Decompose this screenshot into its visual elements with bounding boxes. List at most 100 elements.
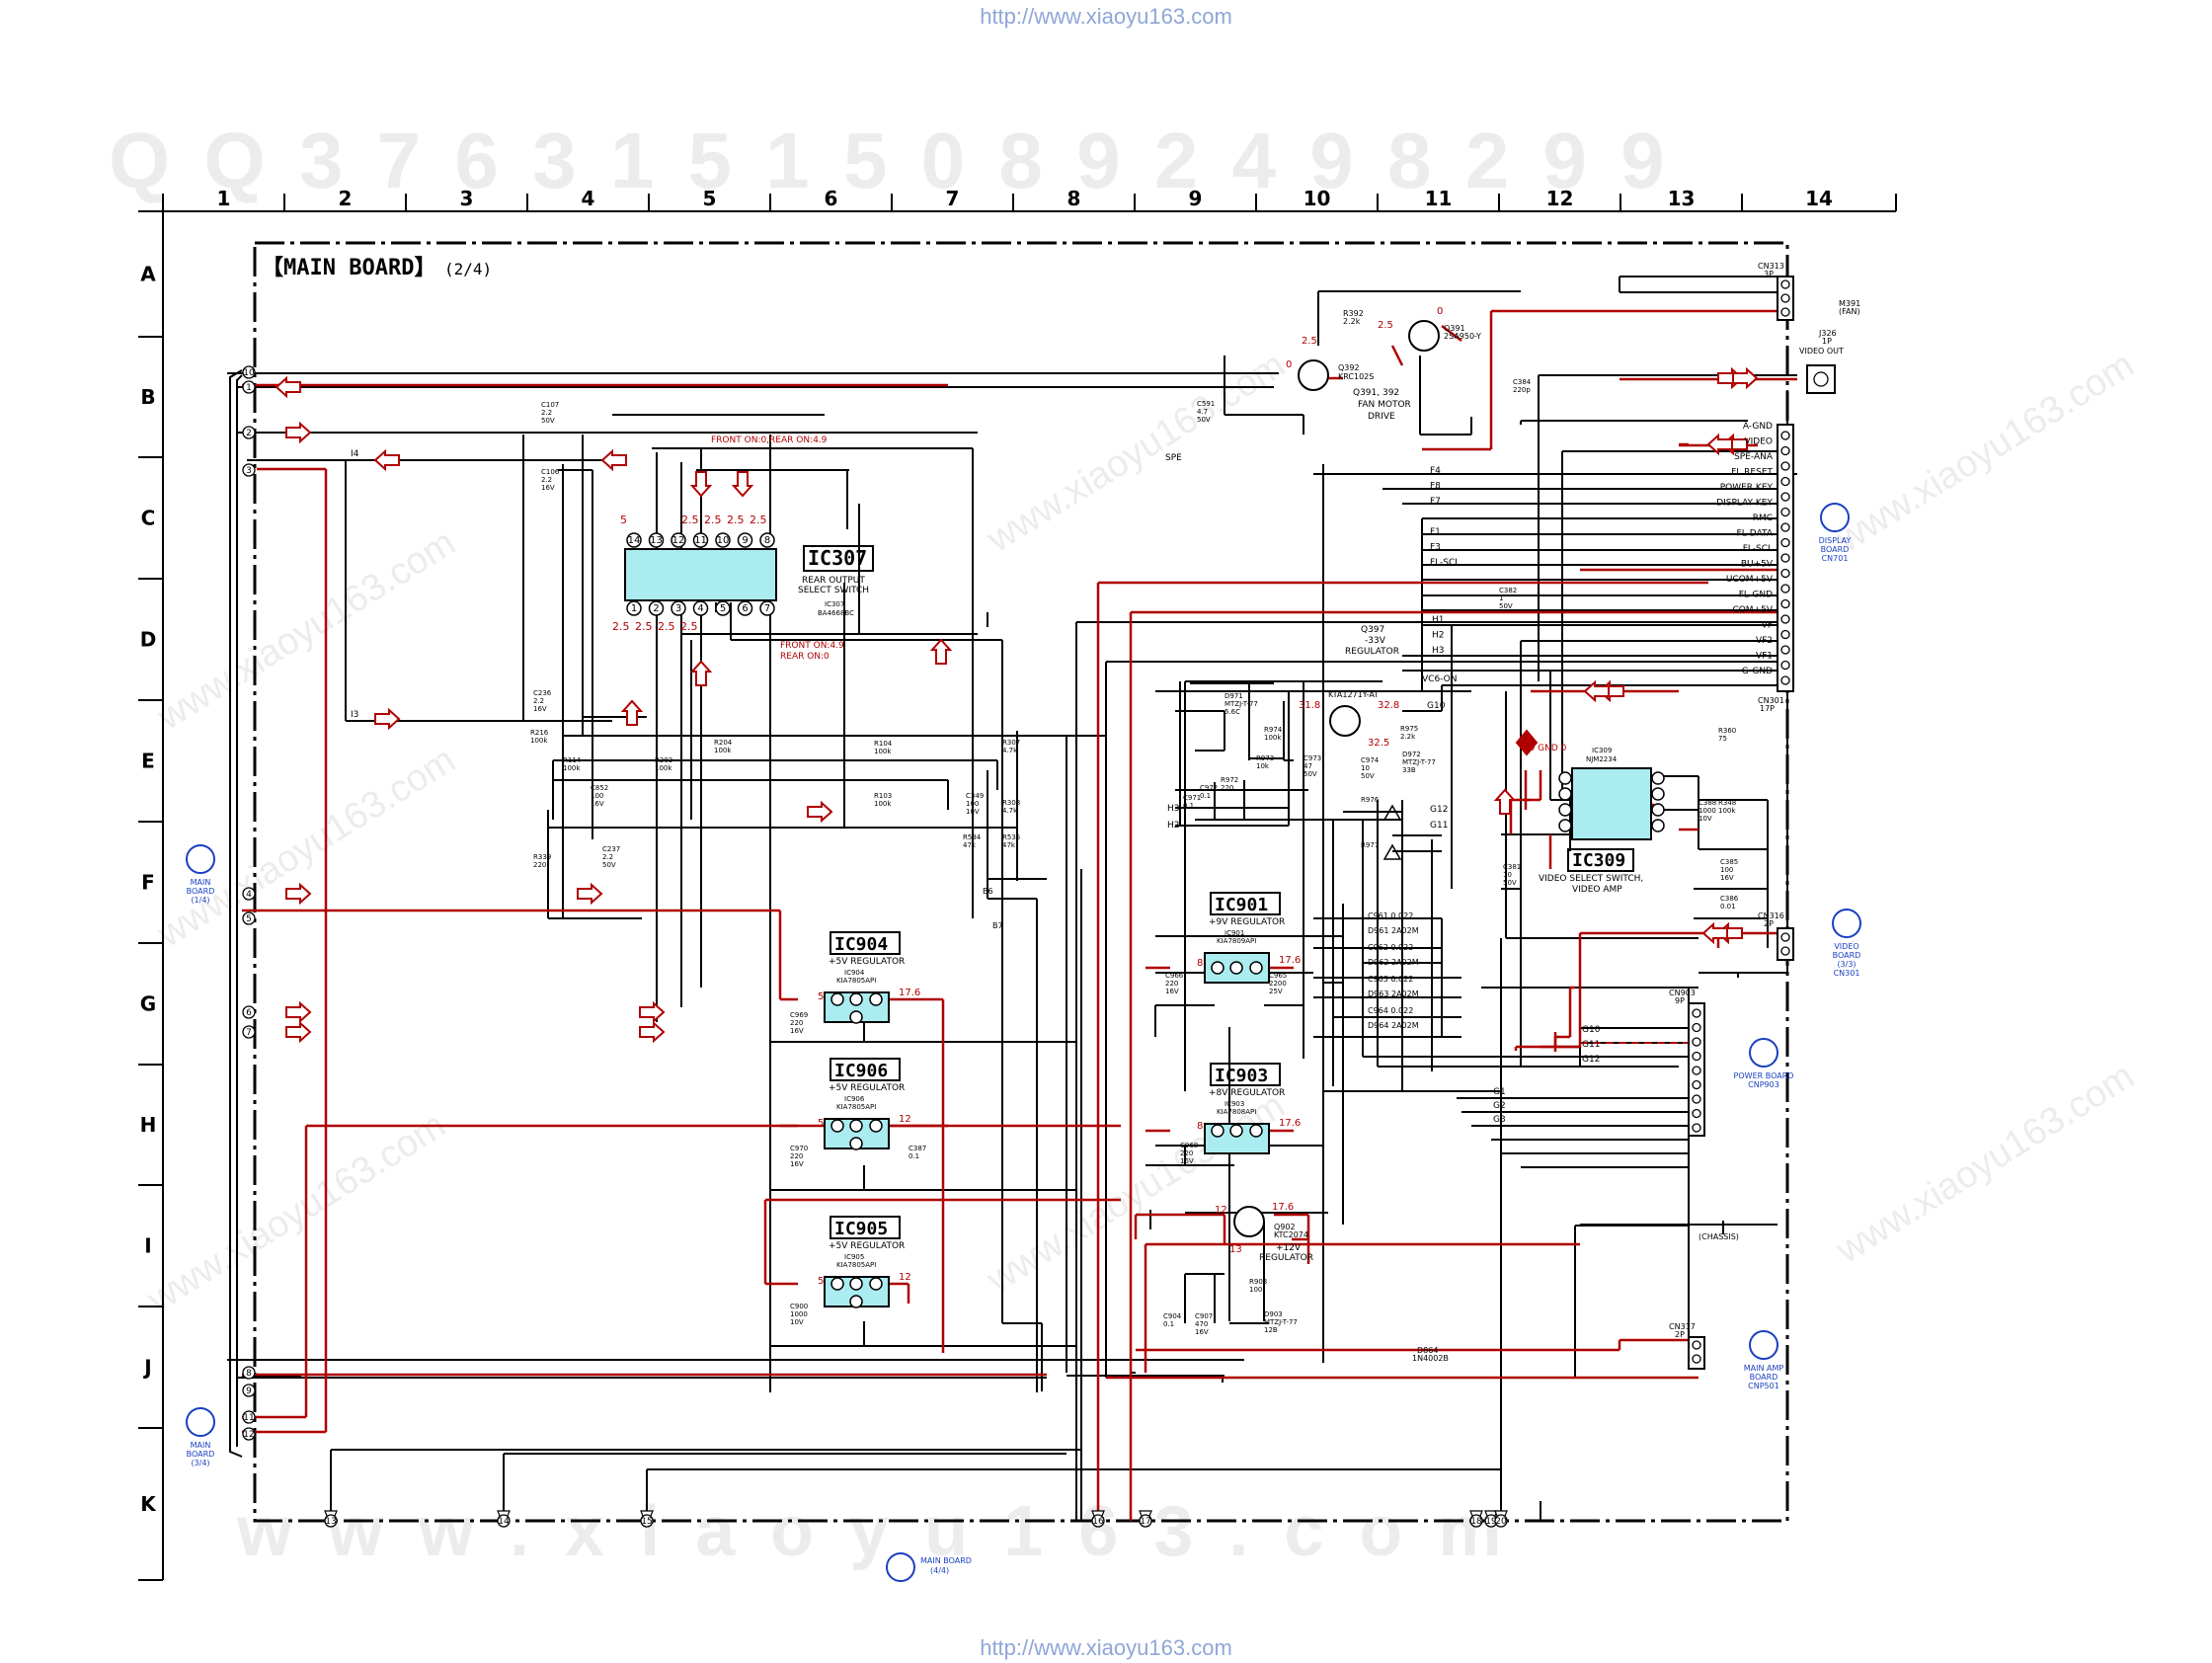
ic307-voltage: 2.5 [704,514,722,526]
power-label: G10 [1582,1025,1601,1035]
part-label-c384: C384 [1513,378,1532,386]
ic906-part2: KIA7805API [836,1103,876,1111]
q391-part: 2SA950-Y [1444,332,1481,341]
display-left-label: F1 [1430,527,1441,537]
connector-main-3-text: (3/4) [191,1459,209,1467]
ic904-part1: IC904 [844,969,865,977]
ic307-pin-label: 8 [764,535,770,546]
watermark-bottom: w w w . x i a o y u 1 6 3 . c o m [236,1492,1509,1571]
cn313-pin [1780,293,1790,303]
ic905-vin: 5 [818,1276,824,1287]
cn903-l1: CN903 [1669,989,1696,997]
ic307-voltage: 2.5 [681,514,699,526]
q902-voltage: 12 [1215,1205,1227,1216]
part-label-c969: C969 [790,1011,808,1019]
h3-label: H3 [1167,804,1180,814]
part-label-d971: D971 [1224,692,1243,700]
part-label-r307: R307 [1002,739,1020,747]
part-label-c904: C904 [1163,1312,1182,1320]
cn301-pin [1780,461,1790,471]
board-title: 【MAIN BOARD】 [262,256,435,280]
left-pin-label: 1 [246,383,252,393]
cn316-l1: CN316 [1758,911,1784,920]
part-label-c907: C907 [1195,1312,1213,1320]
part-label-c973: 50V [1304,770,1317,778]
ic901-name: IC901 [1215,895,1268,915]
ic904-name: IC904 [834,934,888,955]
ic905-box [830,1216,901,1239]
cn317-l2: 2P [1675,1330,1685,1339]
cn313-l2: 3P [1764,270,1774,278]
i4-label: I4 [351,449,359,459]
part-label-r903: 100 [1249,1286,1262,1294]
part-label-c974: 50V [1361,772,1375,780]
left-pin-label: 7 [246,1028,252,1038]
part-label-c388: 10V [1698,815,1712,823]
part-label-c237: C237 [602,845,620,853]
left-pin [242,1410,256,1424]
fan-voltage: 0 [1437,306,1443,317]
h2-label: H2 [1167,821,1180,831]
ic906-name: IC906 [834,1061,888,1081]
part-label-d972: MTZJ-T-77 [1402,758,1436,766]
header-url[interactable]: http://www.xiaoyu163.com [980,4,1232,29]
cn301-pin [1780,476,1790,487]
part-label-c106: 16V [541,484,555,492]
ic903-part1: IC903 [1224,1100,1244,1108]
connector-main-1-text: MAIN [191,878,211,887]
signal-arrow-right [374,707,401,731]
left-pin-label: 11 [243,1413,254,1423]
d864-part: 1N4002B [1412,1354,1449,1363]
signal-arrow-up [1493,788,1517,815]
row-label-G: G [140,992,156,1016]
footer-url[interactable]: http://www.xiaoyu163.com [980,1635,1232,1660]
watermark-diag-4: www.xiaoyu163.com [980,344,1293,561]
part-label-c965: 25V [1269,988,1283,995]
part-label-c349: 10V [966,808,980,816]
display-signal: VF2 [1756,636,1773,646]
cn316-pin [1780,932,1790,942]
row-label-J: J [142,1356,151,1380]
cn301-pin [1780,522,1790,532]
ic903-box [1210,1063,1281,1086]
part-label-c107: C107 [541,401,559,409]
cn301-pin [1780,598,1790,609]
watermark-diag-3: www.xiaoyu163.com [140,1104,453,1321]
signal-arrow-right [639,1000,666,1024]
signal-arrow-right [285,1000,312,1024]
ic309-part2: NJM2234 [1586,755,1618,763]
left-pin [242,887,256,901]
diode-label: D963 2A02M [1368,990,1419,998]
ic307-pin-label: 2 [653,603,659,614]
q902-l2: KTC2074 [1274,1230,1308,1239]
part-label-c974: C974 [1361,756,1380,764]
part-label-r216: 100k [530,737,548,745]
column-label-4: 4 [582,187,595,210]
connector-main-amp-text: MAIN AMP [1744,1364,1784,1373]
q902-l1: Q902 [1274,1223,1296,1231]
g11-label: G11 [1430,821,1448,831]
display-signal: POWER KEY [1720,483,1774,493]
ic904-part2: KIA7805API [836,977,876,985]
part-label-c591: 4.7 [1197,408,1208,416]
part-label-r307: 4.7k [1002,747,1018,754]
ic905-vout: 12 [899,1272,911,1283]
d864-label: D864 [1417,1346,1438,1355]
part-label-c900: C900 [790,1303,808,1310]
connector-main-1-text: (1/4) [191,896,209,905]
display-signal: COM+5V [1732,605,1773,615]
part-label-r204: R204 [714,739,733,747]
part-label-c965: 2200 [1269,980,1287,988]
part-label-c237: 50V [602,861,616,869]
bottom-pin [1139,1514,1152,1528]
cn301-pin [1780,675,1790,685]
ic903-part2: KIA7808API [1217,1108,1256,1116]
part-label-c973: C973 [1304,754,1321,762]
ic307-pin [759,600,775,616]
cn316-pin [1780,946,1790,956]
q397-voltage: 32.8 [1378,700,1399,711]
fan-voltage: 0 [1286,359,1292,370]
ic307-pin-label: 12 [672,535,685,546]
vc6-on-label: VC6-ON [1422,674,1457,684]
